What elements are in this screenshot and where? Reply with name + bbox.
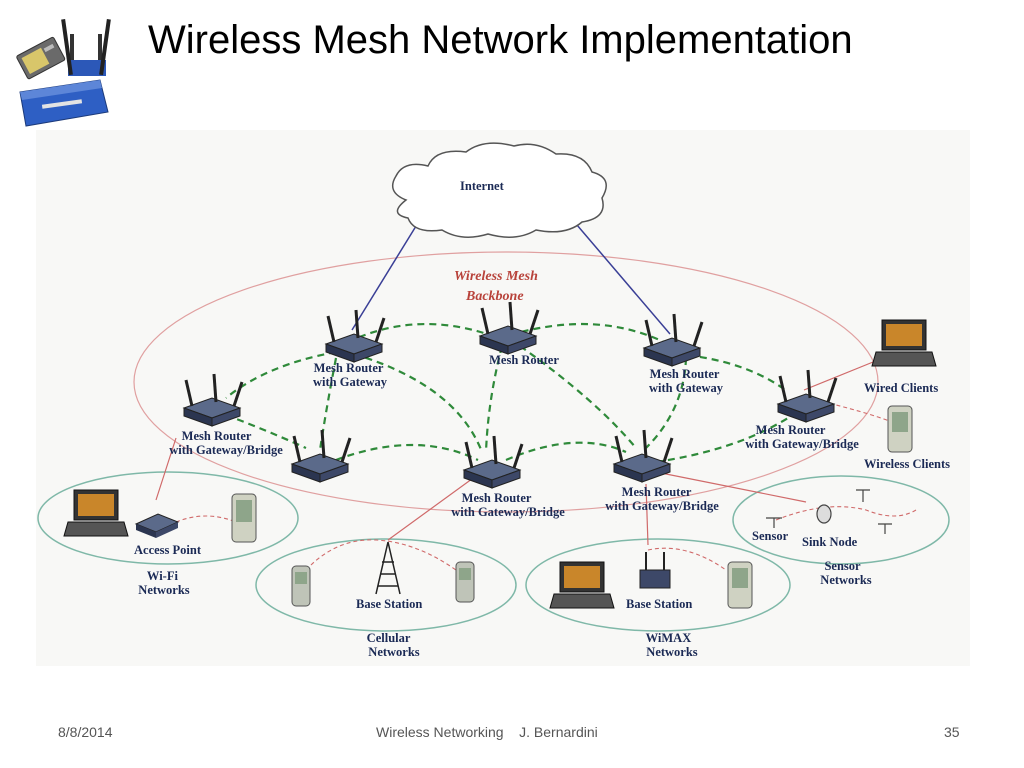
cellular-phone-right-icon (455, 561, 475, 603)
cellular-group-ellipse (255, 538, 517, 632)
footer-center: Wireless Networking J. Bernardini (376, 724, 598, 740)
cell-tower-icon (375, 541, 401, 595)
footer-date: 8/8/2014 (58, 724, 113, 740)
router-bridge-center-label: Mesh Router with Gateway/Bridge (451, 491, 565, 519)
wireless-client-pda-icon (887, 405, 913, 453)
client-links (155, 359, 879, 546)
access-point-icon (134, 513, 180, 538)
backbone-label-line2: Backbone (465, 289, 524, 304)
slide-title: Wireless Mesh Network Implementation (148, 18, 853, 62)
footer-page-number: 35 (944, 724, 960, 740)
internet-cloud-icon (391, 142, 607, 238)
wifi-laptop-icon (63, 489, 129, 537)
router-gateway-top-right-label: Mesh Router with Gateway (649, 367, 724, 395)
router-bridge-right-label: Mesh Router with Gateway/Bridge (745, 423, 859, 451)
wimax-laptop-icon (549, 561, 615, 609)
cellular-phone-left-icon (291, 565, 311, 607)
backbone-label-line1: Wireless Mesh (454, 269, 538, 284)
wimax-networks-label: WiMAX Networks (646, 631, 698, 659)
router-bridge-center-right-label: Mesh Router with Gateway/Bridge (605, 485, 719, 513)
base-station-wimax-label: Base Station (626, 597, 692, 611)
wifi-group-ellipse (37, 471, 299, 565)
backbone-ellipse (133, 251, 879, 513)
wifi-networks-label: Wi-Fi Networks (138, 569, 190, 597)
sensor-group-ellipse (732, 475, 950, 565)
base-station-cellular-label: Base Station (356, 597, 422, 611)
wifi-pda-icon (231, 493, 257, 543)
internet-link-left (351, 217, 422, 331)
sensor-label: Sensor (752, 529, 789, 543)
footer-author: J. Bernardini (519, 724, 598, 740)
router-bridge-left-label: Mesh Router with Gateway/Bridge (169, 429, 283, 457)
internet-link-right (570, 217, 671, 335)
wimax-base-station-icon (639, 552, 671, 589)
sensor-node-icons (766, 489, 892, 534)
router-gateway-top-left-label: Mesh Router with Gateway (313, 361, 388, 389)
sensor-networks-label: Sensor Networks (820, 559, 872, 587)
wimax-pda-icon (727, 561, 753, 609)
wimax-group-ellipse (525, 538, 791, 632)
footer-course: Wireless Networking (376, 724, 504, 740)
access-point-label: Access Point (134, 543, 202, 557)
wired-client-laptop-icon (871, 319, 937, 367)
sink-node-label: Sink Node (802, 535, 858, 549)
router-logo-icon (16, 19, 111, 127)
wireless-clients-label: Wireless Clients (864, 457, 950, 471)
router-top-center-label: Mesh Router (489, 353, 559, 367)
wired-clients-label: Wired Clients (864, 381, 938, 395)
mesh-network-diagram: Internet Wireless Mesh Backbone Mesh Rou… (36, 130, 970, 666)
cellular-networks-label: Cellular Networks (367, 631, 420, 659)
internet-label: Internet (460, 179, 505, 193)
